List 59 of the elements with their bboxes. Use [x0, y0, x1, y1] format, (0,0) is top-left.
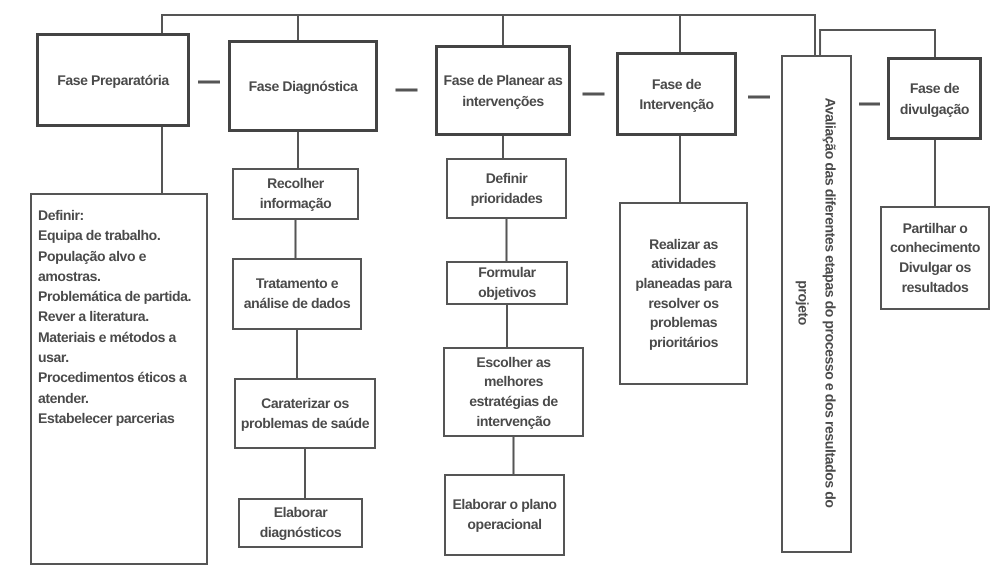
list-item: Estabelecer parcerias	[38, 408, 174, 428]
connector-line	[819, 29, 936, 57]
node-label: Fase Preparatória	[57, 70, 169, 90]
phase-box	[887, 57, 982, 140]
dash-connector	[396, 88, 418, 92]
step-box	[880, 206, 990, 310]
step-box	[619, 202, 748, 385]
connector-line	[934, 140, 936, 206]
step-box	[446, 261, 568, 305]
step-box	[446, 158, 567, 219]
node-label: Partilhar o conhecimento	[888, 218, 982, 258]
list-item: Procedimentos éticos a atender.	[38, 368, 188, 408]
list-heading: Definir:	[38, 206, 84, 225]
node-label: Fase de divulgação	[898, 79, 970, 119]
step-box	[232, 258, 362, 330]
step-box	[234, 378, 376, 449]
connector-line	[296, 330, 298, 378]
connector-line	[294, 220, 296, 258]
dash-connector	[748, 96, 770, 98]
node-label: Recolher informação	[258, 174, 332, 213]
step-box	[238, 498, 363, 548]
node-label: Definir prioridades	[470, 168, 544, 208]
node-label: Formular objetivos	[477, 263, 537, 302]
dash-connector	[582, 92, 604, 96]
dash-connector	[859, 102, 880, 106]
phase-box	[435, 45, 571, 136]
connector-line	[506, 219, 508, 261]
phase-box	[228, 40, 378, 132]
phase-box	[36, 33, 190, 127]
list-box	[30, 193, 208, 565]
step-box	[232, 168, 359, 220]
connector-line	[506, 305, 508, 347]
node-label: Caraterizar os problemas de saúde	[240, 394, 370, 433]
node-label: Elaborar diagnósticos	[258, 503, 342, 542]
node-label: Fase de Planear as intervenções	[442, 71, 564, 111]
evaluation-bar	[781, 55, 852, 553]
step-box	[443, 347, 584, 437]
step-box	[444, 474, 565, 556]
node-label: Fase Diagnóstica	[248, 76, 358, 96]
node-label: Divulgar os resultados	[898, 258, 972, 297]
list-item: Problemática de partida.	[38, 287, 192, 306]
node-label: Fase de Intervenção	[638, 74, 715, 114]
list-item: População alvo e amostras.	[38, 246, 147, 286]
node-label: Realizar as atividades planeadas para resolver os problemas prioritários	[634, 234, 734, 352]
list-item: Equipa de trabalho.	[38, 226, 160, 246]
list-item: Materiais e métodos a usar.	[38, 328, 178, 368]
node-label: Elaborar o plano operacional	[451, 495, 558, 534]
connector-line	[304, 449, 306, 498]
phase-box	[616, 52, 737, 136]
dash-connector	[198, 80, 220, 84]
node-label: Tratamento e análise de dados	[242, 274, 352, 313]
connector-line	[297, 132, 299, 168]
list-item: Rever a literatura.	[38, 307, 149, 326]
connector-line	[502, 136, 504, 158]
connector-line	[161, 127, 163, 193]
connector-line	[512, 437, 514, 474]
node-label: Escolher as melhores estratégias de intervenção	[468, 352, 559, 431]
connector-line	[679, 136, 681, 202]
node-label: Avaliação das diferentes etapas do processo e dos resultados do projeto	[794, 96, 840, 510]
